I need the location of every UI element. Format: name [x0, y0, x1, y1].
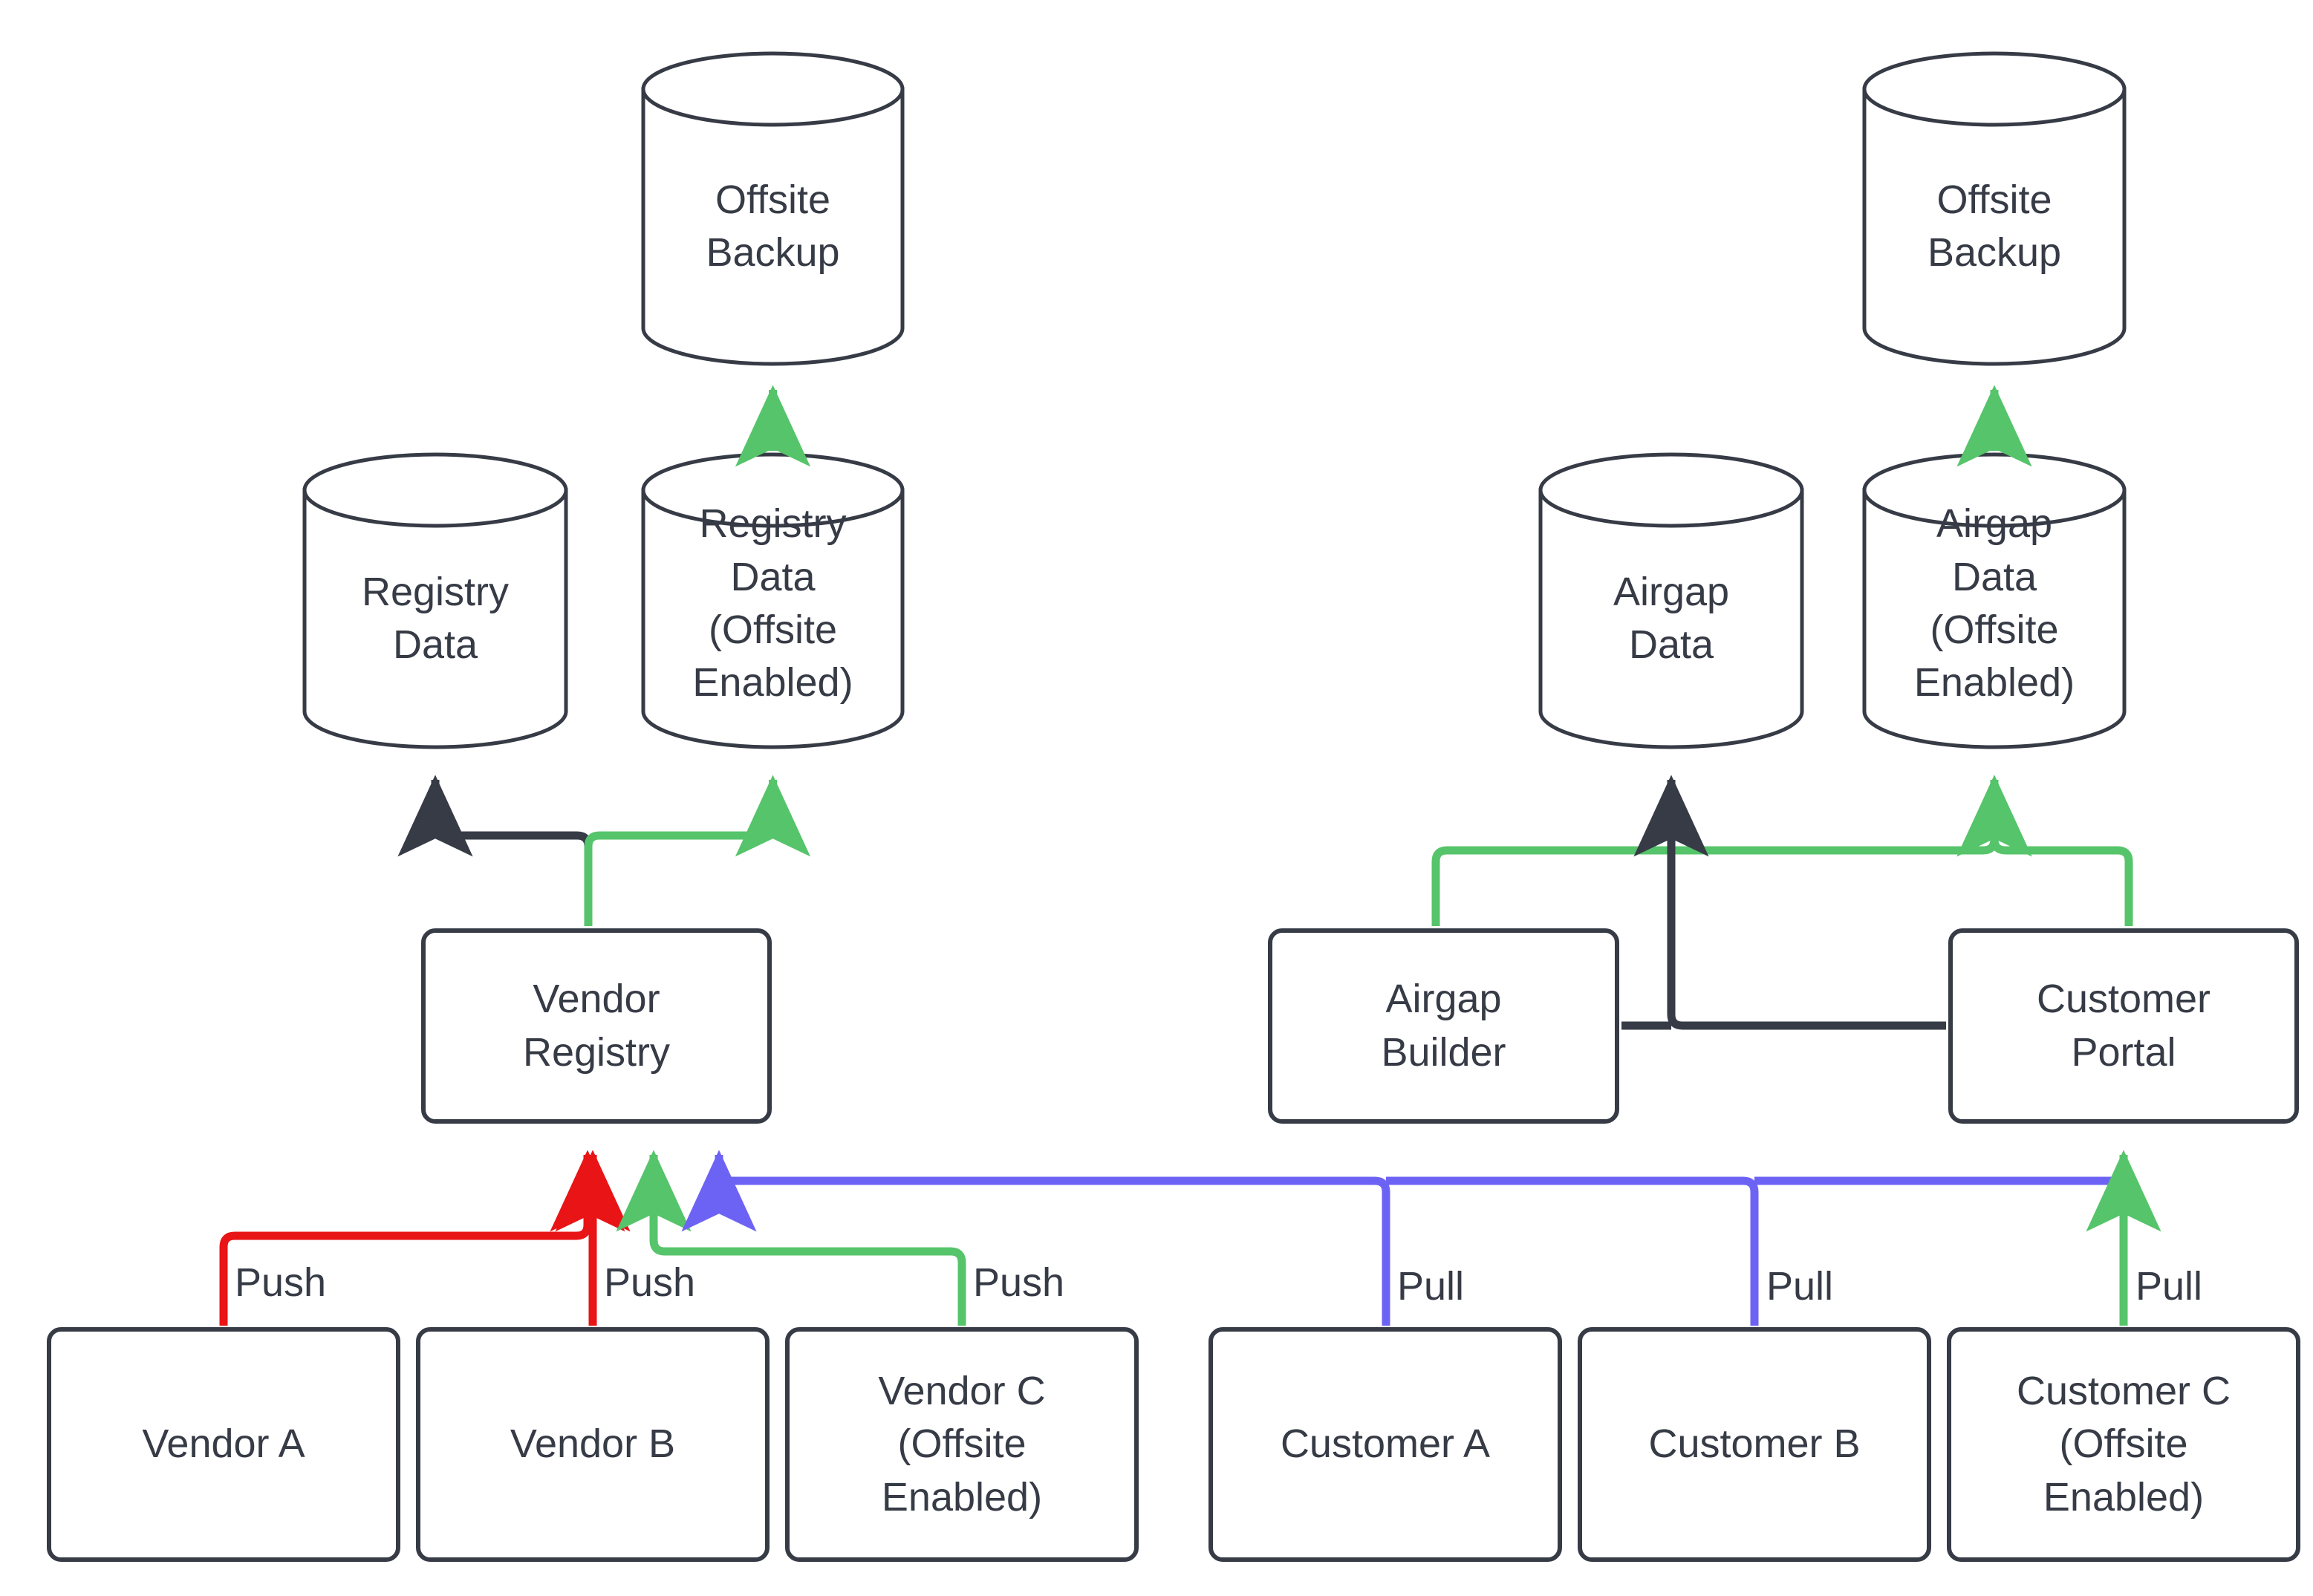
node-airgap-builder[interactable] [1268, 928, 1619, 1124]
edge-label-vendor-b-push: Push [604, 1260, 696, 1305]
node-registry-data-offsite[interactable] [641, 452, 905, 749]
node-customer-a[interactable] [1208, 1327, 1562, 1562]
node-vendor-c[interactable] [785, 1327, 1139, 1562]
node-airgap-data-offsite[interactable] [1862, 452, 2127, 749]
node-offsite-backup-right[interactable] [1862, 51, 2127, 366]
node-vendor-b[interactable] [416, 1327, 770, 1562]
node-registry-data[interactable] [302, 452, 568, 749]
node-customer-c[interactable] [1947, 1327, 2300, 1562]
edge-customerportal-to-airgapdata[interactable] [1633, 775, 1946, 1030]
node-offsite-backup-left[interactable] [641, 51, 905, 366]
node-customer-b[interactable] [1578, 1327, 1931, 1562]
edge-customerc-to-vendorregistry[interactable] [1754, 1176, 2128, 1326]
edge-vendora-to-vendorregistry[interactable] [219, 1150, 625, 1326]
edge-customera-to-vendorregistry[interactable] [681, 1150, 1390, 1326]
edge-customerb-to-vendorregistry[interactable] [1386, 1176, 1759, 1326]
edge-label-vendor-a-push: Push [235, 1260, 327, 1305]
edge-vendorregistry-to-registrydata-offsite[interactable] [584, 775, 811, 926]
edge-label-customer-c-pull: Pull [2135, 1264, 2203, 1309]
edge-airgapbuilder-to-airgapdata-offsite[interactable] [1431, 775, 2032, 926]
node-airgap-data[interactable] [1538, 452, 1804, 749]
node-vendor-a[interactable] [47, 1327, 400, 1562]
edge-vendorc-to-vendorregistry[interactable] [616, 1150, 966, 1326]
edge-vendorregistry-to-registrydata[interactable] [397, 775, 593, 926]
node-vendor-registry[interactable] [421, 928, 772, 1124]
edge-label-customer-b-pull: Pull [1766, 1264, 1834, 1309]
edge-label-customer-a-pull: Pull [1397, 1264, 1465, 1309]
node-customer-portal[interactable] [1948, 928, 2299, 1124]
edge-label-vendor-c-push: Push [973, 1260, 1065, 1305]
edge-customerportal-to-airgapdata-offsite[interactable] [1956, 775, 2133, 926]
